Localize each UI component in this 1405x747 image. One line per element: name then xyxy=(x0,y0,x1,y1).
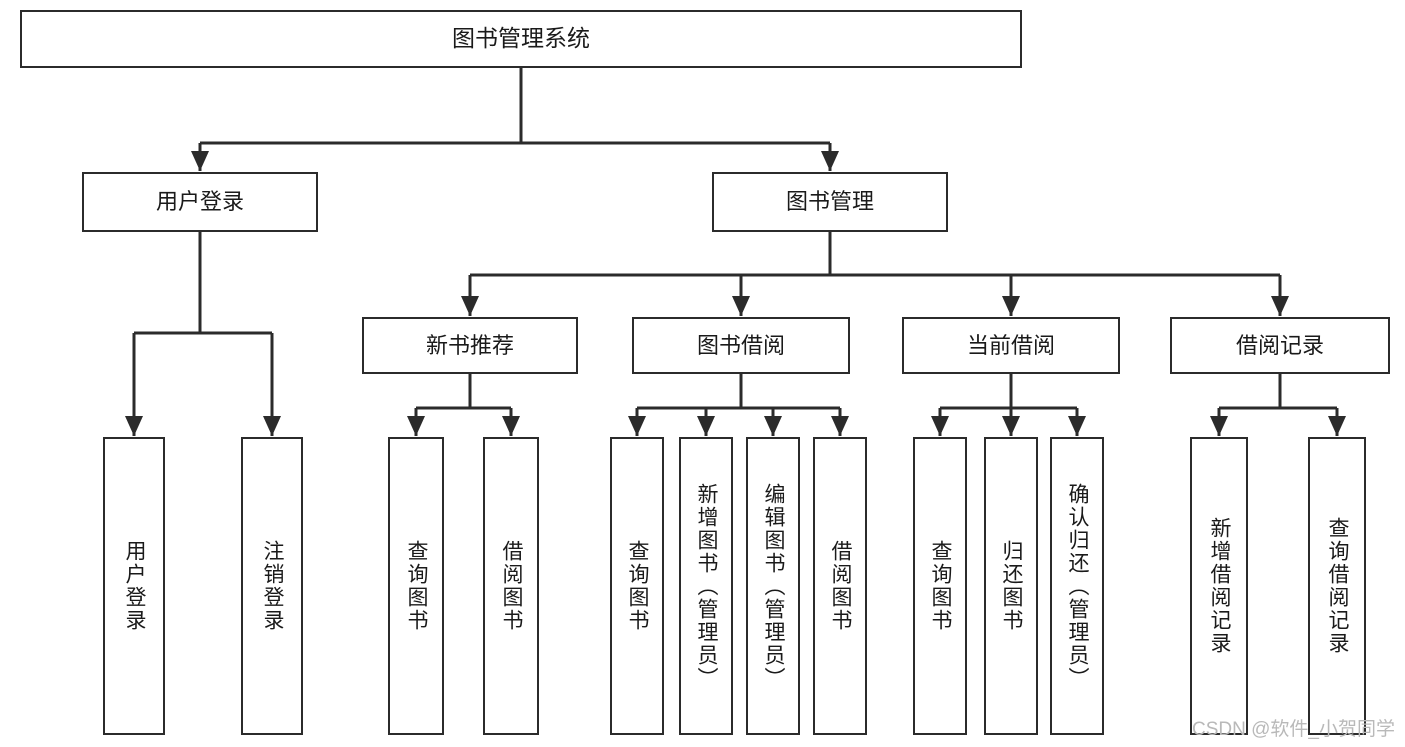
node-label: 查询图书 xyxy=(929,540,953,632)
node-label: 借阅图书 xyxy=(500,540,524,632)
node-label: 确认归还（管理员） xyxy=(1066,482,1090,690)
node-borrow-record[interactable]: 借阅记录 xyxy=(1170,317,1390,374)
node-label: 图书管理系统 xyxy=(452,25,590,52)
node-label: 当前借阅 xyxy=(966,332,1055,358)
node-leaf-bb-add[interactable]: 新增图书（管理员） xyxy=(679,437,733,735)
node-label: 注销登录 xyxy=(261,540,285,632)
arrowhead-icon xyxy=(697,416,715,436)
arrowhead-icon xyxy=(1271,296,1289,316)
node-label: 查询图书 xyxy=(405,540,429,632)
arrowhead-icon xyxy=(125,416,143,436)
arrowhead-icon xyxy=(407,416,425,436)
arrowhead-icon xyxy=(931,416,949,436)
node-label: 用户登录 xyxy=(155,189,244,215)
node-leaf-nbr-query[interactable]: 查询图书 xyxy=(388,437,444,735)
node-leaf-cb-confirm[interactable]: 确认归还（管理员） xyxy=(1050,437,1104,735)
node-current-borrow[interactable]: 当前借阅 xyxy=(902,317,1120,374)
arrowhead-icon xyxy=(764,416,782,436)
arrowhead-icon xyxy=(628,416,646,436)
node-leaf-cb-return[interactable]: 归还图书 xyxy=(984,437,1038,735)
arrowhead-icon xyxy=(191,151,209,171)
arrowhead-icon xyxy=(1002,416,1020,436)
arrowhead-icon xyxy=(1068,416,1086,436)
arrowhead-icon xyxy=(1210,416,1228,436)
node-label: 新增图书（管理员） xyxy=(695,482,719,690)
node-leaf-br-query[interactable]: 查询借阅记录 xyxy=(1308,437,1366,735)
node-book-borrow[interactable]: 图书借阅 xyxy=(632,317,850,374)
node-book-manage[interactable]: 图书管理 xyxy=(712,172,948,232)
node-leaf-cb-query[interactable]: 查询图书 xyxy=(913,437,967,735)
node-label: 借阅图书 xyxy=(829,540,853,632)
node-label: 编辑图书（管理员） xyxy=(762,482,786,690)
node-leaf-bb-query[interactable]: 查询图书 xyxy=(610,437,664,735)
node-leaf-user-login[interactable]: 用户登录 xyxy=(103,437,165,735)
node-label: 查询图书 xyxy=(626,540,650,632)
arrowhead-icon xyxy=(1328,416,1346,436)
node-label: 归还图书 xyxy=(1000,540,1024,632)
node-leaf-br-add[interactable]: 新增借阅记录 xyxy=(1190,437,1248,735)
node-label: 图书借阅 xyxy=(696,332,785,358)
arrowhead-icon xyxy=(263,416,281,436)
node-root[interactable]: 图书管理系统 xyxy=(20,10,1022,68)
arrowhead-icon xyxy=(821,151,839,171)
arrowhead-icon xyxy=(1002,296,1020,316)
node-label: 图书管理 xyxy=(785,189,874,215)
node-label: 借阅记录 xyxy=(1235,332,1324,358)
node-label: 查询借阅记录 xyxy=(1326,517,1350,655)
node-new-book-rec[interactable]: 新书推荐 xyxy=(362,317,578,374)
node-label: 新书推荐 xyxy=(425,332,514,358)
arrowhead-icon xyxy=(461,296,479,316)
node-leaf-nbr-borrow[interactable]: 借阅图书 xyxy=(483,437,539,735)
node-label: 新增借阅记录 xyxy=(1208,517,1232,655)
node-leaf-bb-edit[interactable]: 编辑图书（管理员） xyxy=(746,437,800,735)
node-label: 用户登录 xyxy=(123,540,147,632)
arrowhead-icon xyxy=(732,296,750,316)
arrowhead-icon xyxy=(831,416,849,436)
node-leaf-bb-borrow[interactable]: 借阅图书 xyxy=(813,437,867,735)
node-leaf-user-logout[interactable]: 注销登录 xyxy=(241,437,303,735)
node-user-login[interactable]: 用户登录 xyxy=(82,172,318,232)
arrowhead-icon xyxy=(502,416,520,436)
